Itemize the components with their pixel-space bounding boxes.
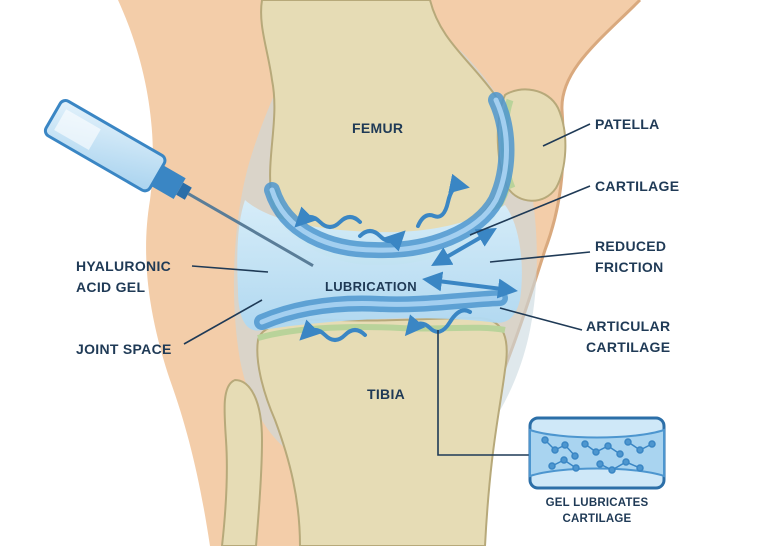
label-hyaluronic-line2: ACID GEL [76, 279, 146, 295]
double-arrow-2 [422, 271, 518, 299]
label-reduced-friction: REDUCED FRICTION [595, 236, 666, 278]
leader-lines [183, 123, 591, 456]
inset-caption-line1: GEL LUBRICATES [545, 497, 649, 509]
label-femur: FEMUR [352, 120, 404, 136]
double-arrow-1 [431, 228, 497, 266]
wave-arrow-2 [358, 229, 406, 252]
wave-arrow-3 [416, 173, 470, 228]
inset-box [528, 416, 666, 490]
label-hyaluronic-line1: HYALURONIC [76, 258, 172, 274]
inset-caption-line2: CARTILAGE [562, 513, 632, 525]
tibia-cartilage-green [257, 324, 506, 341]
label-patella: PATELLA [595, 116, 660, 132]
inset-caption: GEL LUBRICATES CARTILAGE [522, 495, 672, 527]
label-cartilage: CARTILAGE [595, 178, 680, 194]
label-articular-line2: CARTILAGE [586, 339, 671, 355]
label-tibia: TIBIA [367, 386, 406, 402]
label-lubrication: LUBRICATION [325, 279, 417, 294]
fibula-bone [220, 378, 264, 546]
label-articular-cartilage: ARTICULAR CARTILAGE [586, 316, 670, 358]
label-hyaluronic-acid-gel: HYALURONIC ACID GEL [76, 256, 171, 298]
label-reduced-line2: FRICTION [595, 259, 664, 275]
label-articular-line1: ARTICULAR [586, 318, 671, 334]
label-reduced-line1: REDUCED [595, 238, 667, 254]
label-joint-space: JOINT SPACE [76, 341, 172, 357]
wave-arrow-1 [294, 206, 362, 229]
wave-arrow-5 [404, 308, 472, 337]
syringe [43, 99, 314, 267]
wave-arrow-4 [299, 319, 367, 342]
